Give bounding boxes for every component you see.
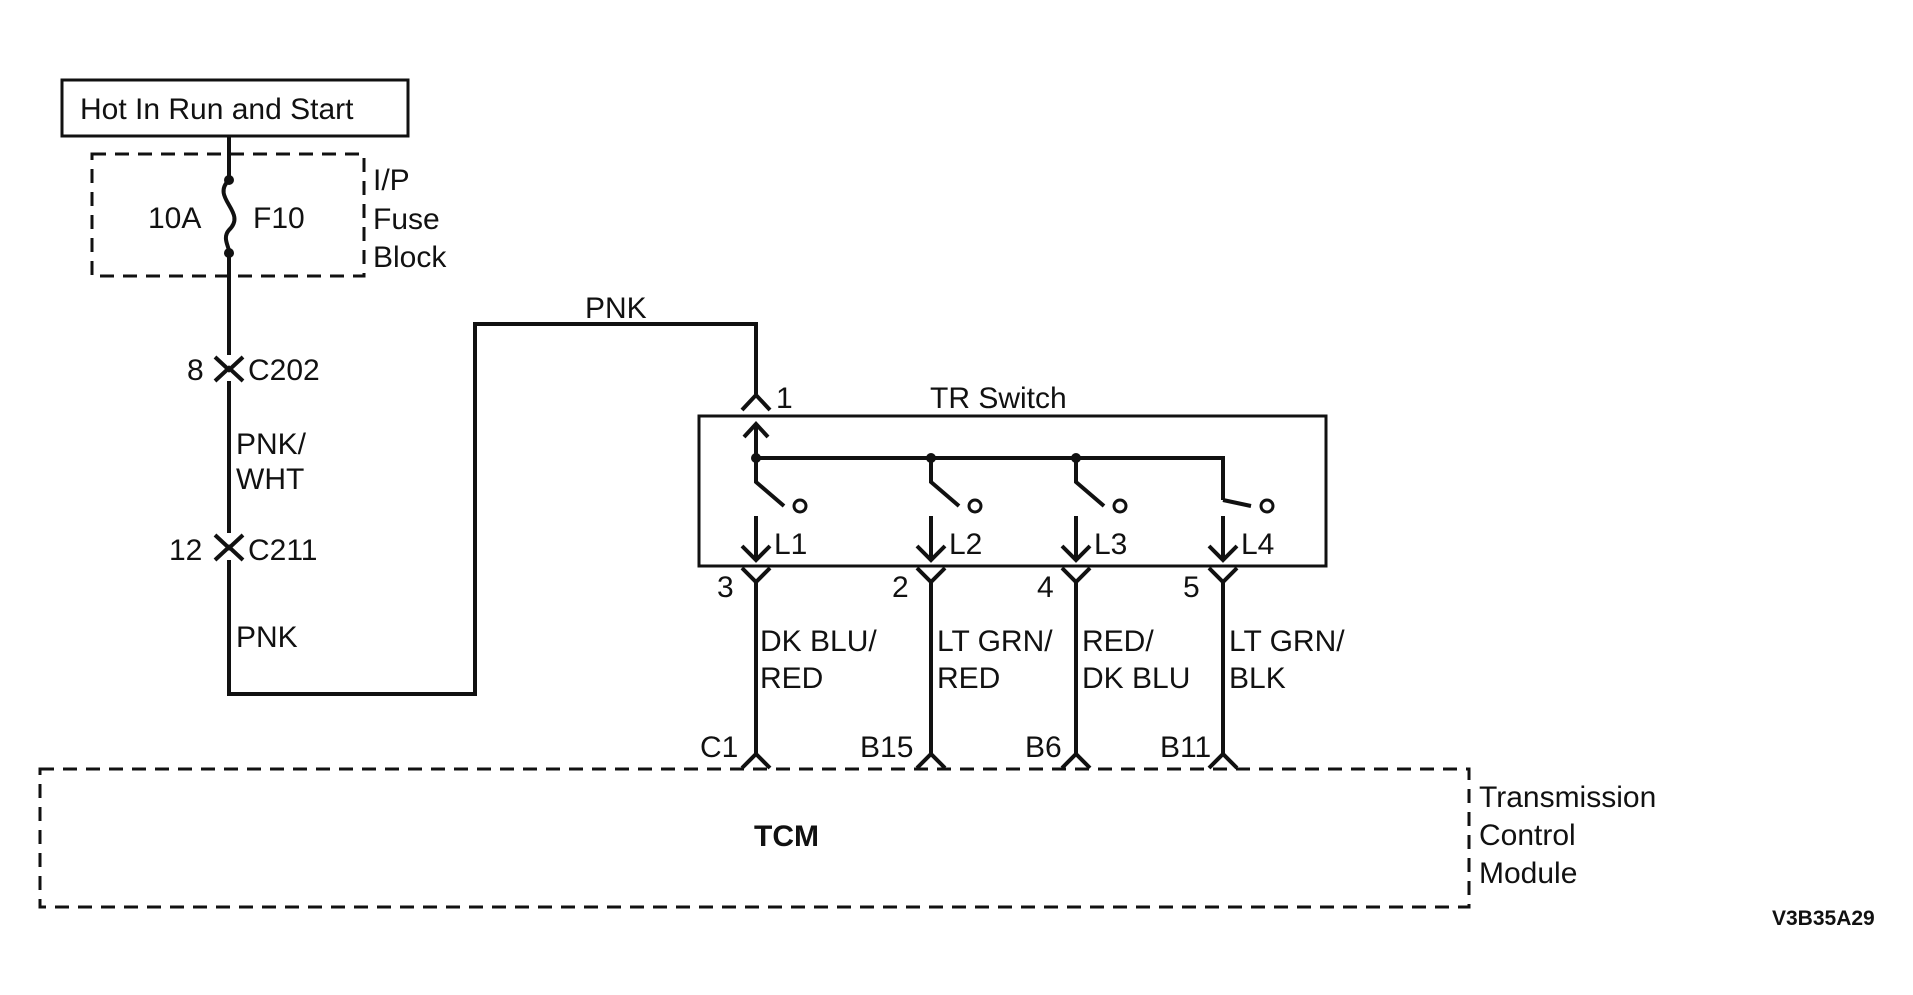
tr-switch-input-connector [740, 392, 772, 412]
c211-pin: 12 [169, 534, 202, 567]
wire-pnk-top-label: PNK [585, 292, 647, 325]
output-4-pin: 5 [1183, 571, 1200, 604]
output-1-wire-label-1: DK BLU/ [760, 625, 877, 658]
switch-l2-common [929, 458, 961, 508]
fuse-element [221, 178, 237, 253]
c202-pin: 8 [187, 354, 204, 387]
switch-l1-label: L1 [774, 528, 807, 561]
fuse-block-name-3: Block [373, 241, 447, 274]
power-source-box [60, 78, 410, 138]
switch-l2-contact [967, 498, 983, 514]
tcm-pin-b11: B11 [1160, 731, 1211, 764]
tcm-name-1: Transmission [1479, 781, 1656, 814]
output-3-pin: 4 [1037, 571, 1054, 604]
wire-pnk-wht-label-1: PNK/ [236, 428, 307, 461]
output-4-wire-label-1: LT GRN/ [1229, 625, 1345, 658]
output-4-connector [1207, 566, 1239, 585]
switch-l3-common [1074, 458, 1106, 508]
tcm-pin-b15: B15 [860, 731, 913, 764]
fuse-block-name-1: I/P [373, 164, 410, 197]
switch-l1-common [754, 458, 786, 508]
output-1-wire-label-2: RED [760, 662, 823, 695]
switch-l2-label: L2 [949, 528, 982, 561]
tcm-label: TCM [754, 820, 819, 853]
wire-pnk-wht-label-2: WHT [236, 463, 304, 496]
switch-l3-label: L3 [1094, 528, 1127, 561]
c202-connector-symbol [213, 355, 245, 383]
output-2-wire-label-2: RED [937, 662, 1000, 695]
tcm-box [38, 767, 1471, 909]
switch-l1-contact [792, 498, 808, 514]
output-2-wire-label-1: LT GRN/ [937, 625, 1053, 658]
tr-switch-bus [756, 456, 1225, 500]
fuse-rating: 10A [148, 202, 201, 235]
fuse-block-name-2: Fuse [373, 203, 440, 236]
wire-pnk-lower-label: PNK [236, 621, 298, 654]
tcm-pin-c1: C1 [700, 731, 738, 764]
tcm-pin-c1-connector [740, 751, 772, 770]
output-1-pin: 3 [717, 571, 734, 604]
output-2-pin: 2 [892, 571, 909, 604]
switch-l3-output-arrow [1060, 516, 1092, 563]
tr-switch-box [697, 414, 1328, 568]
tr-switch-input-pin: 1 [776, 382, 793, 415]
tcm-pin-b6-connector [1060, 751, 1092, 770]
switch-l2-output-arrow [915, 516, 947, 563]
c211-connector-symbol [213, 533, 245, 562]
switch-l4-label: L4 [1241, 528, 1274, 561]
output-2-connector [915, 566, 947, 585]
c202-name: C202 [248, 354, 320, 387]
tcm-pin-b15-connector [915, 751, 947, 770]
switch-l4-common [1222, 498, 1252, 508]
output-3-connector [1060, 566, 1092, 585]
switch-l1-output-arrow [740, 516, 772, 563]
switch-l4-output-arrow [1207, 516, 1239, 563]
tcm-pin-b11-connector [1207, 751, 1239, 770]
tcm-name-3: Module [1479, 857, 1577, 890]
wire-pnk-lower [227, 322, 758, 696]
tr-switch-title: TR Switch [930, 382, 1067, 415]
power-source-label: Hot In Run and Start [80, 93, 354, 126]
tcm-pin-b6: B6 [1025, 731, 1062, 764]
tr-switch-input-arrow [742, 421, 770, 458]
c211-name: C211 [248, 534, 318, 567]
output-1-connector [740, 566, 772, 585]
output-3-wire-label-1: RED/ [1082, 625, 1154, 658]
switch-l4-contact [1259, 498, 1275, 514]
figure-id: V3B35A29 [1772, 907, 1875, 930]
switch-l3-contact [1112, 498, 1128, 514]
output-4-wire-label-2: BLK [1229, 662, 1286, 695]
fuse-id: F10 [253, 202, 305, 235]
output-3-wire-label-2: DK BLU [1082, 662, 1190, 695]
tcm-name-2: Control [1479, 819, 1576, 852]
